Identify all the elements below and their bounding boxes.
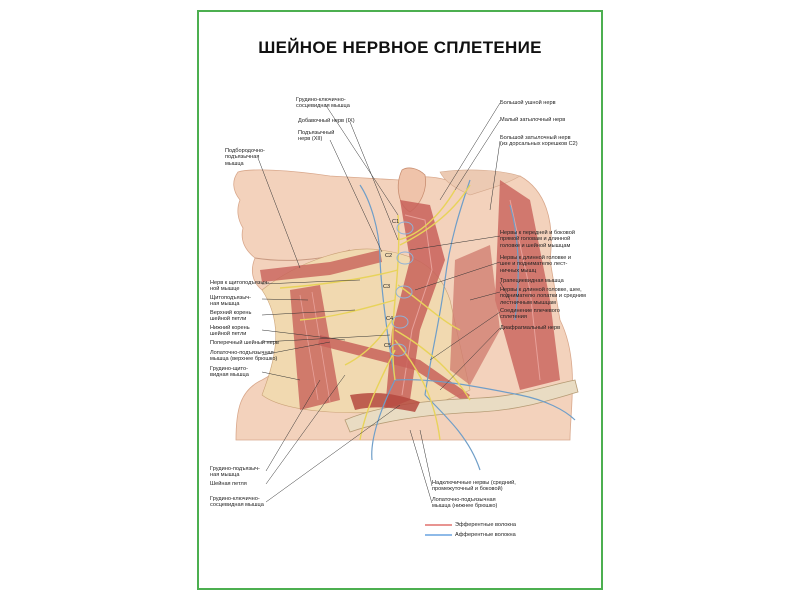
suprahyoid-muscle bbox=[260, 250, 382, 282]
vertebra-label-c5: C5 bbox=[384, 343, 392, 349]
nerves bbox=[279, 184, 471, 441]
scalene-muscles bbox=[450, 245, 500, 385]
label-ansa-cervicalis: Шейная петля bbox=[210, 481, 247, 487]
label-nerves-scapula: Нервы к длинной головке, шее,поднимателю… bbox=[500, 287, 586, 306]
omohyoid-muscle bbox=[318, 335, 470, 402]
legend-afferent-label: Афферентные волокна bbox=[455, 532, 516, 538]
legend-efferent-label: Эфферентные волокна bbox=[455, 522, 516, 528]
spinal-roots bbox=[389, 221, 414, 357]
trapezius-muscle bbox=[495, 180, 560, 390]
label-transverse-nerve: Поперечный шейный нерв bbox=[210, 340, 279, 346]
label-sternothyroid: Грудино-щито-видная мышца bbox=[210, 366, 249, 379]
label-supraclavicular: Надключичные нервы (средний,промежуточны… bbox=[432, 480, 516, 493]
vertebra-label-c3: C3 bbox=[383, 284, 391, 290]
label-thyrohyoid-muscle: Щитоподъязыч-ная мышца bbox=[210, 295, 252, 308]
poster-title: ШЕЙНОЕ НЕРВНОЕ СПЛЕТЕНИЕ bbox=[258, 38, 542, 57]
label-scm-lower: Грудино-ключично-сосцевидная мышца bbox=[210, 496, 264, 509]
label-accessory-nerve: Добавочный нерв (IX) bbox=[298, 118, 355, 124]
label-greater-occipital: Большой затылочный нерв(из дорсальных ко… bbox=[500, 135, 578, 148]
label-phrenic-nerve: Диафрагмальный нерв bbox=[500, 325, 561, 331]
label-trapezius: Трапециевидная мышца bbox=[500, 278, 564, 284]
label-thyrohyoid-nerve: Нерв к щитоподъязыч-ной мышце bbox=[210, 280, 270, 293]
label-great-auricular: Большой ушной нерв bbox=[500, 100, 556, 106]
leader-lines bbox=[257, 102, 511, 504]
vertebra-label-c2: C2 bbox=[385, 253, 393, 259]
strap-muscles bbox=[290, 285, 340, 410]
vertebra-label-c4: C4 bbox=[386, 316, 394, 322]
vertebra-label-c1: C1 bbox=[392, 219, 400, 225]
clavicle bbox=[344, 379, 579, 433]
label-scm-upper: Грудино-ключично-сосцевидная мышца bbox=[296, 97, 350, 110]
label-lesser-occipital: Малый затылочный нерв bbox=[500, 117, 566, 123]
label-sternohyoid: Грудино-подъязыч-ная мышца bbox=[210, 466, 260, 479]
